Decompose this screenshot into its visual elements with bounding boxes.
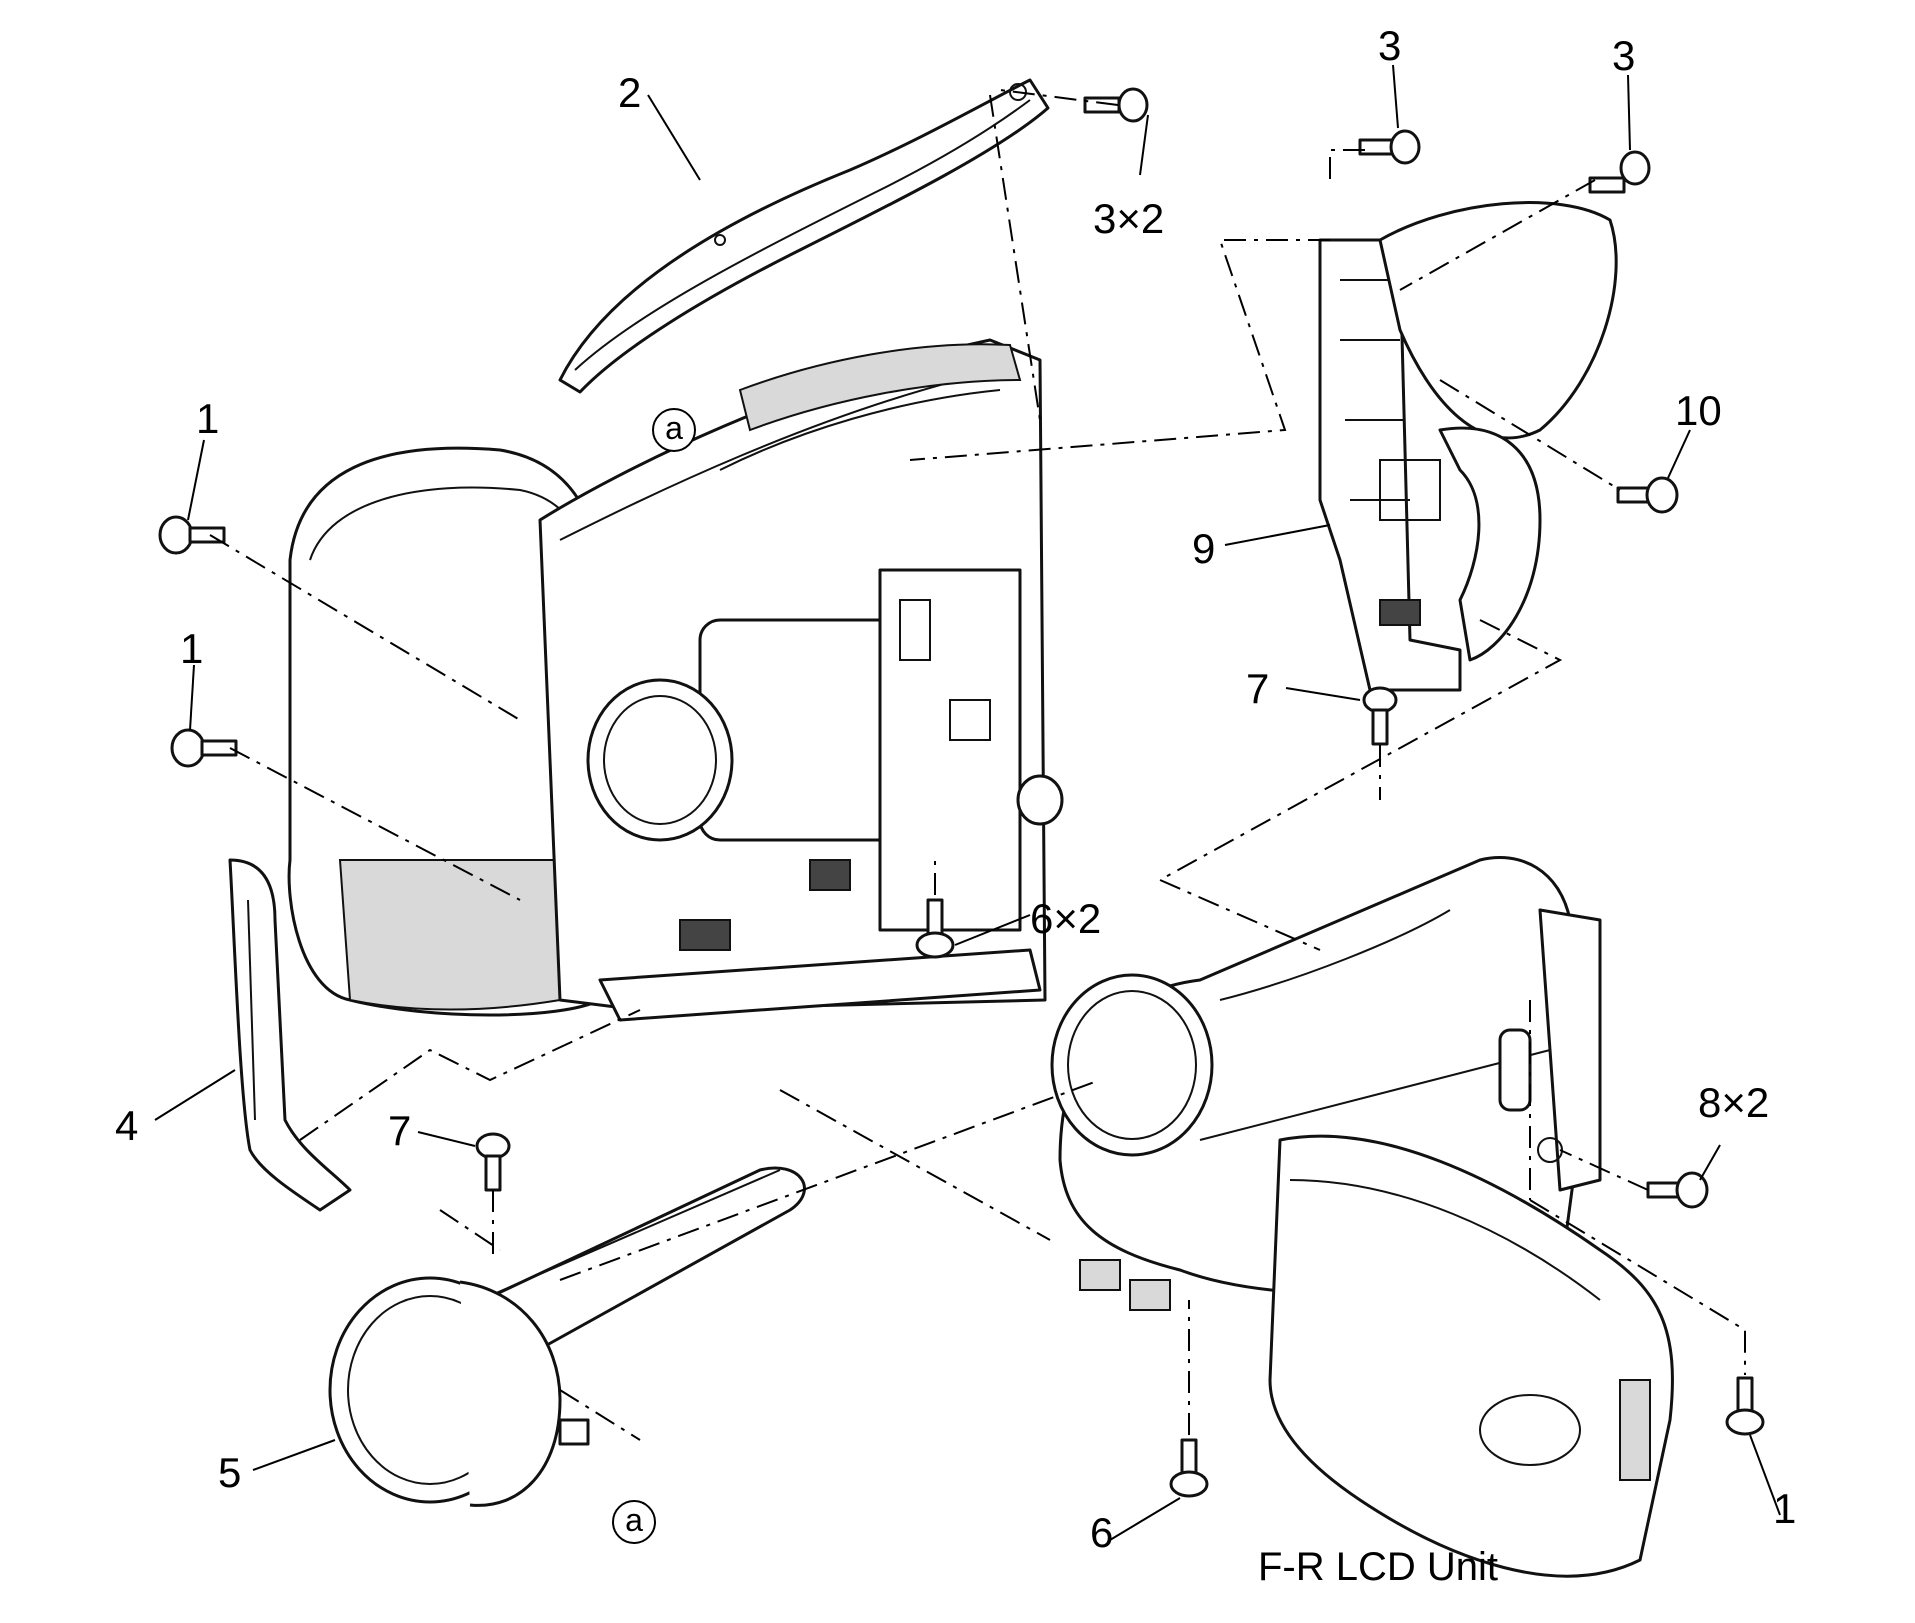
- callout-6-lower: 6: [1090, 1509, 1114, 1556]
- alignment-lines: [209, 89, 1746, 1441]
- callout-7-upper: 7: [1246, 665, 1270, 712]
- callout-3-right: 3: [1612, 32, 1636, 79]
- callout-4: 4: [115, 1102, 139, 1149]
- lens-cover-part-5: [328, 1166, 806, 1507]
- callout-3-left: 3: [1378, 22, 1402, 69]
- screw-1-lower: [1725, 1376, 1765, 1436]
- leader-lines: [154, 64, 1781, 1541]
- reference-mark-a-top: a: [652, 408, 696, 452]
- callout-1-upper: 1: [196, 395, 220, 442]
- callout-10: 10: [1675, 387, 1722, 434]
- side-cover-part-4: [228, 858, 352, 1212]
- callout-1-lower: 1: [1773, 1485, 1797, 1532]
- callout-3x2: 3×2: [1093, 195, 1165, 242]
- screw-7-lower: [475, 1132, 511, 1192]
- screw-6x2: [915, 898, 955, 959]
- screw-7-upper: [1362, 686, 1398, 746]
- screw-3-right: [1588, 150, 1651, 194]
- callout-7-lower: 7: [388, 1107, 412, 1154]
- top-cover-part-2: [558, 78, 1050, 394]
- callout-2: 2: [618, 69, 642, 116]
- main-body-assembly: [287, 338, 1064, 1022]
- callout-8x2: 8×2: [1698, 1079, 1770, 1126]
- callout-6x2: 6×2: [1030, 895, 1102, 942]
- callout-5: 5: [218, 1449, 242, 1496]
- screw-1-upper: [158, 515, 226, 555]
- lcd-unit-label: F-R LCD Unit: [1258, 1545, 1499, 1589]
- callout-1-middle: 1: [180, 625, 204, 672]
- screw-6-lower: [1169, 1438, 1209, 1498]
- screw-3x2: [1083, 87, 1149, 123]
- screw-10: [1616, 476, 1679, 514]
- lcd-panel: [1268, 1134, 1674, 1578]
- reference-mark-a-bottom: a: [612, 1500, 656, 1544]
- screw-1-middle: [170, 728, 238, 768]
- screw-8x2: [1646, 1171, 1709, 1209]
- screw-3-left: [1358, 129, 1421, 165]
- speaker-grille: [1079, 1259, 1171, 1311]
- callout-9: 9: [1192, 525, 1216, 572]
- rear-unit-part-9: [1318, 201, 1618, 692]
